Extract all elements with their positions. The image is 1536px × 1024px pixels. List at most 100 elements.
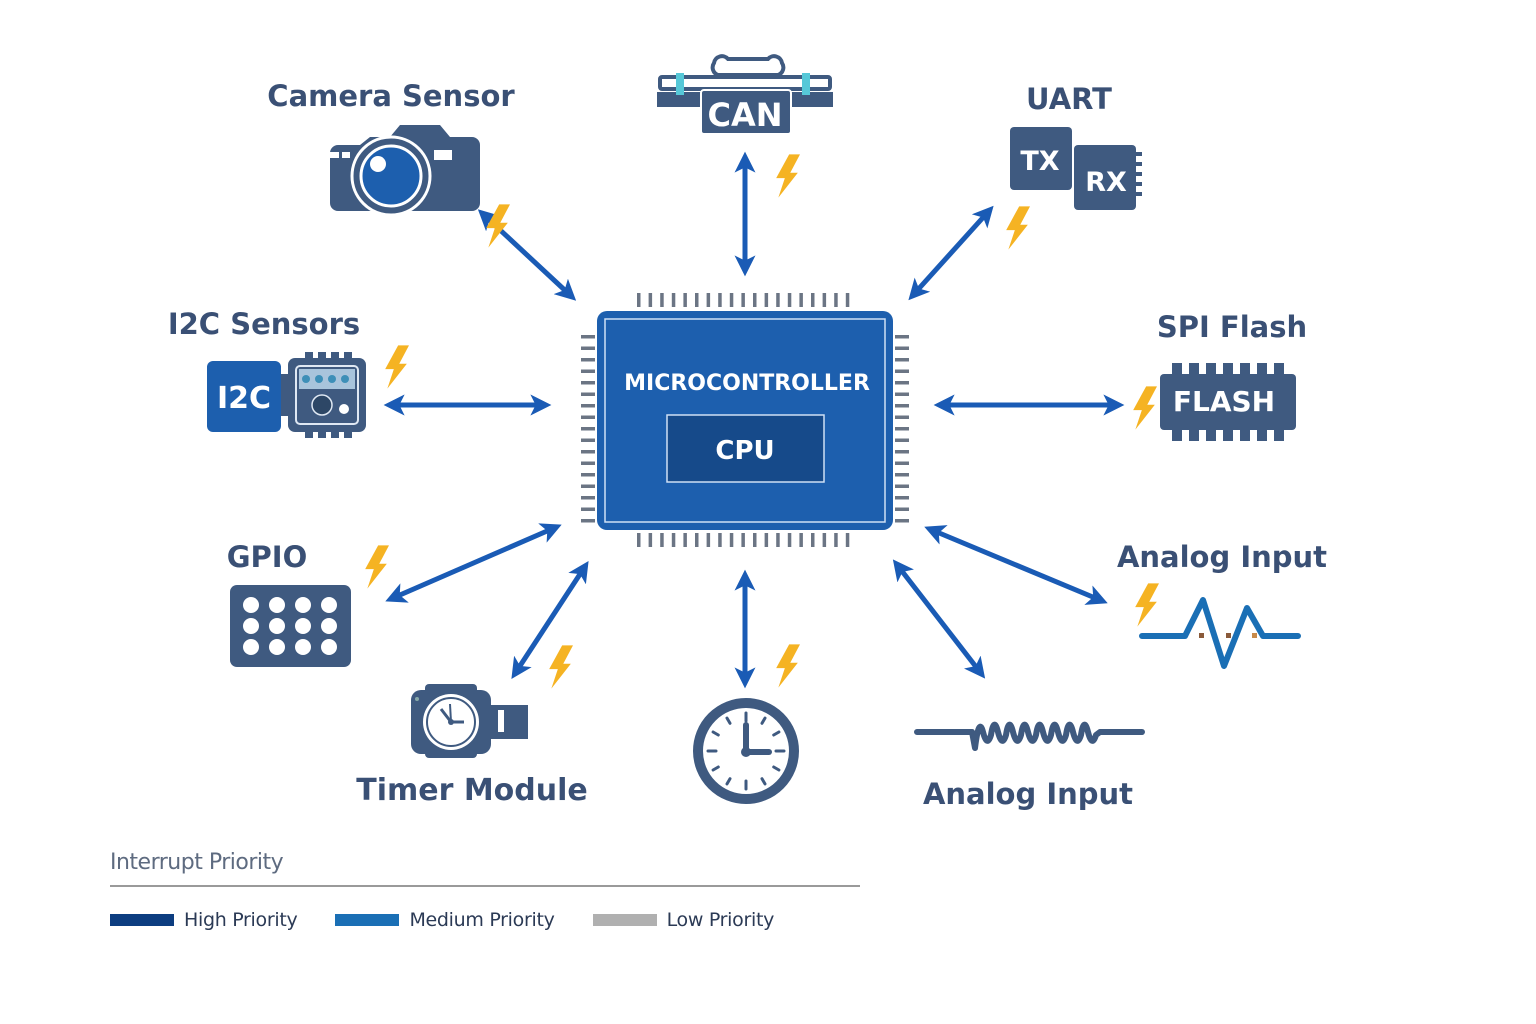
- peripheral-analog-right[interactable]: Analog Input: [1117, 540, 1327, 669]
- chip-pin: [834, 293, 838, 307]
- peripheral-can[interactable]: CAN: [657, 54, 833, 135]
- gpio-pin-dot: [295, 639, 311, 655]
- lightning-bolt-icon: [385, 345, 409, 389]
- flash-pin: [1223, 428, 1233, 441]
- chip-pin: [683, 533, 687, 547]
- clock-tick: [725, 716, 732, 725]
- clock-icon: [693, 698, 799, 804]
- flash-chip-label: FLASH: [1173, 385, 1275, 418]
- chip-pin: [741, 293, 745, 307]
- gpio-pin-dot: [295, 597, 311, 613]
- peripheral-clock[interactable]: [693, 698, 799, 804]
- flash-pin: [1257, 428, 1267, 441]
- analog-right-label: Analog Input: [1117, 540, 1327, 574]
- flash-pin: [1206, 363, 1216, 376]
- flash-pin: [1274, 428, 1284, 441]
- camera-label: Camera Sensor: [267, 79, 515, 113]
- chip-pin: [660, 293, 664, 307]
- uart-rx-label: RX: [1085, 167, 1127, 198]
- chip-pin: [895, 484, 909, 488]
- flash-chip-icon: [1172, 363, 1284, 441]
- chip-pin: [787, 293, 792, 307]
- lightning-bolt-icon: [776, 154, 800, 198]
- legend: Interrupt Priority High Priority Medium …: [110, 850, 860, 931]
- chip-pin: [753, 293, 757, 307]
- clock-tick: [772, 765, 781, 772]
- clock-tick: [725, 777, 732, 786]
- chip-pin: [895, 519, 909, 523]
- arrow-uart[interactable]: [908, 205, 994, 301]
- can-label: CAN: [707, 96, 782, 134]
- legend-items: High Priority Medium Priority Low Priori…: [110, 909, 860, 931]
- chip-pin: [799, 293, 803, 307]
- waveform-icon: [1139, 597, 1301, 669]
- chip-pin: [845, 293, 850, 307]
- chip-pin: [895, 496, 909, 500]
- legend-label-low: Low Priority: [666, 909, 775, 931]
- chip-pin: [753, 533, 757, 547]
- legend-swatch-high: [110, 914, 174, 926]
- gpio-pin-dot: [269, 597, 285, 613]
- gpio-pin-dot: [295, 618, 311, 634]
- arrow-timer[interactable]: [511, 560, 589, 680]
- lightning-bolt-icon: [549, 645, 573, 689]
- analog-bottom-label: Analog Input: [923, 777, 1133, 811]
- chip-pin: [581, 415, 595, 419]
- cpu-core[interactable]: [666, 414, 825, 483]
- chip-pin: [895, 438, 909, 442]
- microcontroller-chip[interactable]: MICROCONTROLLER CPU: [581, 293, 909, 547]
- clock-tick: [772, 730, 781, 737]
- flash-pin: [1240, 428, 1250, 441]
- chip-pin: [581, 496, 595, 500]
- chip-pin: [581, 484, 595, 488]
- chip-pin: [581, 404, 595, 408]
- lightning-bolt-icon: [486, 204, 510, 248]
- clock-tick: [711, 730, 720, 737]
- peripheral-gpio[interactable]: GPIO: [227, 540, 351, 667]
- peripheral-spi-flash[interactable]: SPI Flash FLASH: [1157, 310, 1307, 441]
- peripheral-uart[interactable]: UART TX RX: [1010, 82, 1142, 210]
- sensor-chip-icon: [281, 352, 366, 438]
- spi-label: SPI Flash: [1157, 310, 1307, 344]
- chip-pin: [764, 293, 769, 307]
- clock-tick: [760, 777, 767, 786]
- connections: [383, 151, 1125, 689]
- gpio-pin-dot: [321, 618, 337, 634]
- chip-pin: [581, 358, 595, 362]
- legend-swatch-medium: [335, 914, 400, 926]
- arrow-analog-right[interactable]: [924, 525, 1108, 605]
- chip-pin: [776, 533, 780, 547]
- i2c-label: I2C Sensors: [168, 307, 360, 341]
- lightning-bolt-icon: [1006, 206, 1030, 250]
- peripheral-camera[interactable]: Camera Sensor: [267, 79, 515, 217]
- i2c-badge: [207, 361, 281, 432]
- chip-title: MICROCONTROLLER: [624, 371, 870, 396]
- arrow-analog-bottom[interactable]: [892, 559, 986, 679]
- chip-pin: [811, 533, 815, 547]
- camera-icon: [329, 125, 480, 217]
- peripheral-timer[interactable]: Timer Module: [356, 684, 588, 808]
- chip-pin: [776, 293, 780, 307]
- chip-pin: [799, 533, 803, 547]
- chip-pin: [729, 293, 734, 307]
- flash-pin: [1240, 363, 1250, 376]
- chip-pin: [822, 533, 827, 547]
- peripheral-analog-bottom[interactable]: Analog Input: [914, 721, 1145, 811]
- peripheral-i2c[interactable]: I2C Sensors I2C: [168, 307, 366, 438]
- flash-pin: [1172, 363, 1182, 376]
- uart-icon: [1010, 127, 1142, 210]
- flash-pin: [1172, 428, 1182, 441]
- chip-pin: [895, 473, 909, 477]
- legend-title: Interrupt Priority: [110, 850, 284, 875]
- chip-pin: [581, 450, 595, 454]
- chip-pin: [895, 358, 909, 362]
- flash-pin: [1274, 363, 1284, 376]
- clock-tick: [760, 716, 767, 725]
- chip-pin: [834, 533, 838, 547]
- watch-timer-icon: [411, 684, 528, 758]
- lightning-bolt-icon: [1133, 386, 1157, 430]
- uart-tx-label: TX: [1020, 146, 1059, 177]
- arrow-gpio[interactable]: [385, 523, 562, 603]
- flash-pin: [1223, 363, 1233, 376]
